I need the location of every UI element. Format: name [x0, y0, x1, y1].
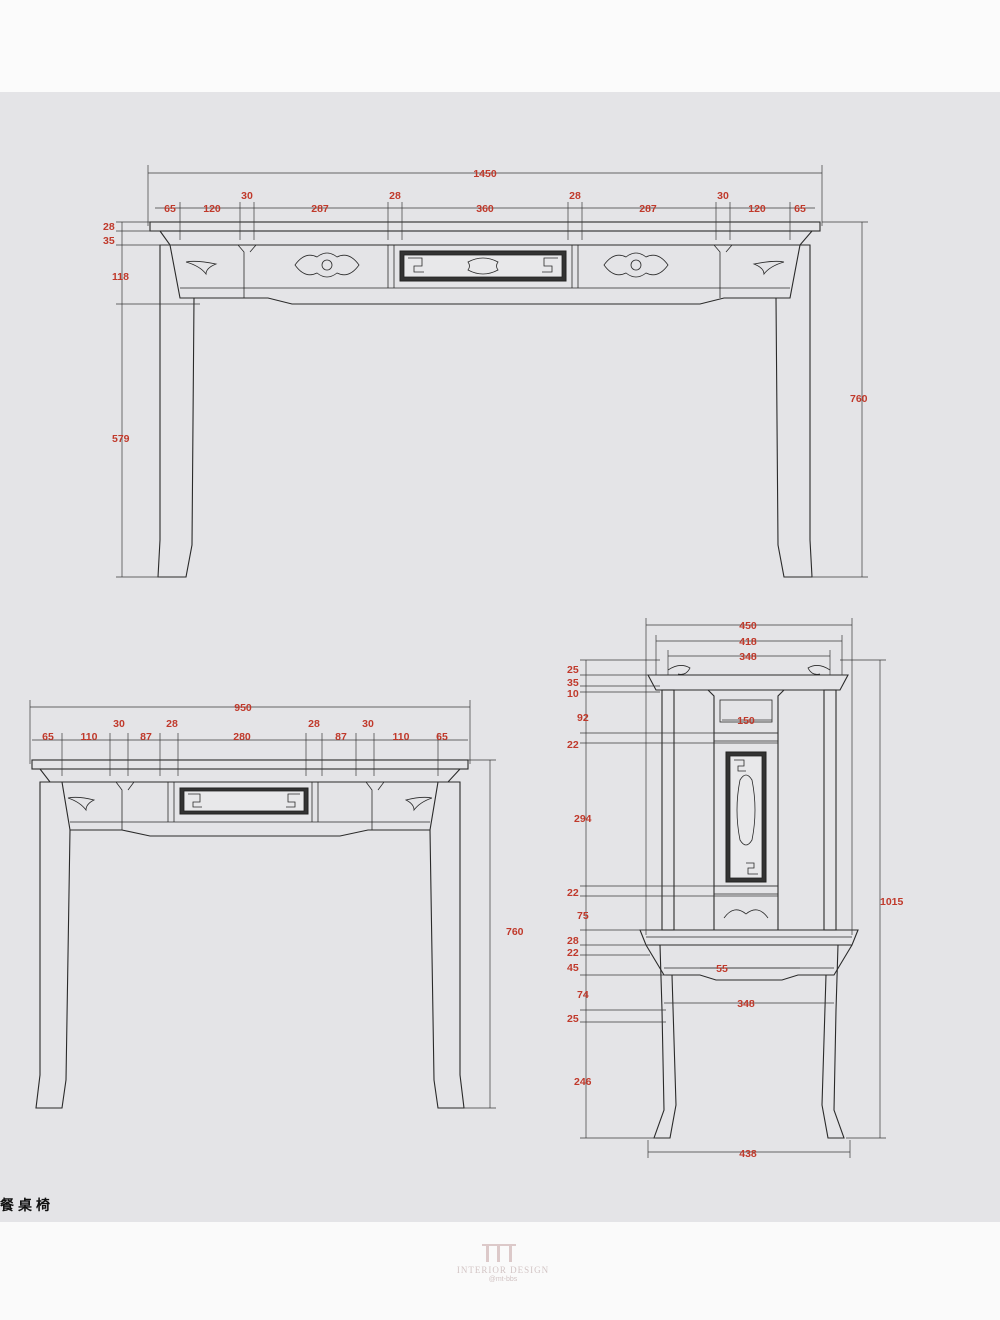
chair-left-back-post	[661, 689, 675, 931]
square-table-dimensions: 950 65 110 30 87 28 280 28 87 30 110 65 …	[29, 700, 524, 1109]
square-table-waist	[39, 768, 461, 783]
square-table-left-leg	[35, 781, 71, 1109]
chair-width-450: 450	[739, 620, 757, 632]
square-table-right-leg	[429, 781, 465, 1109]
chair-seat	[639, 929, 859, 946]
square-table-segment: 30	[362, 718, 374, 730]
chair-height-segment: 45	[567, 962, 579, 974]
square-table-elevation	[31, 759, 469, 1109]
long-table-segment: 287	[311, 203, 329, 215]
long-table-waist	[159, 230, 813, 246]
square-table-apron	[61, 781, 439, 837]
square-table-overall-width: 950	[234, 702, 252, 714]
chair-right-leg	[821, 944, 852, 1139]
chair-height-segment: 28	[567, 935, 579, 947]
watermark-logo-icon	[482, 1244, 516, 1262]
long-table-overall-height: 760	[850, 393, 868, 405]
long-table-segment: 28	[569, 190, 581, 202]
chair-height-segment: 35	[567, 677, 579, 689]
square-table-left-scroll	[67, 796, 96, 812]
long-table-right-carving	[603, 252, 669, 278]
chair-width-418: 418	[739, 636, 757, 648]
long-table-segment: 360	[476, 203, 494, 215]
long-table-height-segment: 28	[103, 221, 115, 233]
chair-splat-carved-panel	[725, 751, 767, 883]
long-table-segment: 65	[164, 203, 176, 215]
chair-stretcher-width: 348	[737, 998, 755, 1010]
square-table-segment: 110	[393, 731, 410, 743]
long-table-height-segment: 35	[103, 235, 115, 247]
page-caption: 餐桌椅	[0, 1198, 54, 1214]
long-table-left-carving	[294, 252, 360, 278]
chair-right-back-post	[823, 689, 837, 931]
chair-splat-bottom-carving	[723, 909, 769, 919]
square-table-overall-height: 760	[506, 926, 524, 938]
chair-height-segment: 246	[574, 1076, 592, 1088]
long-table-elevation	[149, 221, 821, 578]
square-table-segment: 30	[113, 718, 125, 730]
long-table-segment: 120	[748, 203, 766, 215]
square-table-segment: 87	[335, 731, 347, 743]
square-table-segment: 87	[140, 731, 152, 743]
long-table-height-segment: 579	[112, 433, 130, 445]
long-table-height-segment: 118	[112, 271, 129, 283]
page-bottom-margin	[0, 1222, 1000, 1320]
chair-height-segment: 92	[577, 712, 589, 724]
long-table-left-scroll	[185, 260, 218, 276]
watermark-text: INTERIOR DESIGN	[456, 1265, 550, 1275]
chair-width-348: 348	[739, 651, 757, 663]
long-table-segment: 120	[203, 203, 221, 215]
square-table-top	[31, 759, 469, 770]
square-table-segment: 110	[81, 731, 98, 743]
long-table-segment: 30	[717, 190, 729, 202]
long-table-segment: 30	[241, 190, 253, 202]
long-table-right-scroll	[752, 260, 785, 276]
long-table-right-leg	[775, 244, 813, 578]
square-table-center-panel	[179, 787, 309, 815]
long-table-dimensions: 1450 65 120 30 287 28 360 28 287 30 120 …	[103, 165, 868, 578]
chair-height-segment: 10	[567, 688, 579, 700]
page-top-margin	[0, 0, 1000, 92]
chair-height-segment: 74	[577, 989, 589, 1001]
square-table-segment: 28	[166, 718, 178, 730]
chair-height-segment: 25	[567, 664, 579, 676]
long-table-segment: 65	[794, 203, 806, 215]
chair-left-leg	[646, 944, 677, 1139]
chair-height-segment: 22	[567, 739, 579, 751]
chair-height-segment: 22	[567, 887, 579, 899]
long-table-top	[149, 221, 821, 232]
long-table-segment: 28	[389, 190, 401, 202]
chair-splat-top-panel	[719, 699, 773, 723]
chair-splat-width: 150	[737, 715, 755, 727]
chair-crest-rail	[647, 674, 849, 691]
long-table-segment: 287	[639, 203, 657, 215]
long-table-apron	[169, 244, 801, 305]
square-table-segment: 280	[233, 731, 251, 743]
long-table-left-leg	[157, 244, 195, 578]
chair-bottom-width: 438	[739, 1148, 757, 1160]
chair-dimensions: 450 418 348 150 55 348 438 25 35 10 92 2…	[567, 618, 904, 1160]
chair-height-segment: 22	[567, 947, 579, 959]
chair-height-segment: 25	[567, 1013, 579, 1025]
square-table-right-scroll	[404, 796, 433, 812]
watermark-subtext: @mt-bbs	[488, 1276, 518, 1283]
chair-height-segment: 75	[577, 910, 589, 922]
chair-back-splat	[707, 689, 785, 930]
square-table-segment: 65	[42, 731, 54, 743]
chair-height-segment: 294	[574, 813, 592, 825]
chair-apron-height: 55	[716, 963, 728, 975]
chair-elevation	[639, 665, 859, 1139]
chair-overall-height: 1015	[880, 896, 904, 908]
square-table-segment: 65	[436, 731, 448, 743]
chair-apron	[645, 944, 853, 981]
square-table-segment: 28	[308, 718, 320, 730]
long-table-overall-width: 1450	[473, 168, 497, 180]
long-table-center-panel	[399, 250, 567, 282]
